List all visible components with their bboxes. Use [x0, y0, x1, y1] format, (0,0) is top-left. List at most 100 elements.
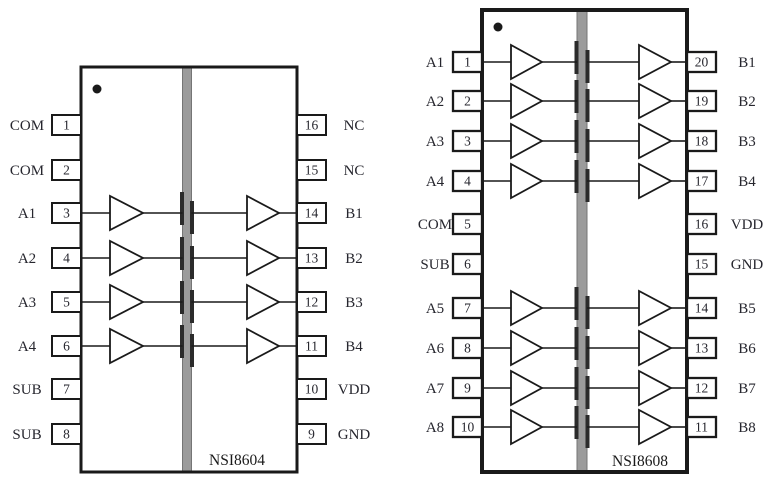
- pin-box: [51, 202, 82, 224]
- pin-label: SUB: [420, 257, 449, 273]
- pin-box: [685, 169, 718, 193]
- pin-number: 19: [695, 94, 709, 109]
- pin-box: [451, 336, 484, 360]
- pin-label: B1: [738, 55, 756, 71]
- buffer-triangle-icon: [510, 122, 544, 160]
- pin-number: 4: [63, 251, 70, 266]
- pin-label: A1: [426, 55, 444, 71]
- pin-box: [51, 114, 82, 136]
- buffer-triangle-icon: [109, 327, 145, 365]
- barrier-plate-right: [585, 129, 590, 162]
- buffer-triangle-icon: [510, 369, 544, 407]
- pin-label: B5: [738, 301, 756, 317]
- buffer-triangle-icon: [510, 408, 544, 446]
- pin-label: SUB: [12, 382, 41, 398]
- buffer-triangle-icon: [638, 369, 673, 407]
- buffer-triangle-icon: [510, 43, 544, 81]
- pin-label: B4: [345, 339, 363, 355]
- pin-label: B6: [738, 341, 756, 357]
- barrier-plate-left: [574, 367, 579, 400]
- barrier-plate-left: [180, 325, 184, 358]
- barrier-plate-left: [574, 327, 579, 360]
- pin-number: 12: [305, 295, 319, 310]
- pin-number: 13: [305, 251, 319, 266]
- barrier-plate-right: [190, 246, 194, 279]
- pin1-dot: [493, 22, 503, 32]
- buffer-triangle-icon: [109, 194, 145, 232]
- pin-label: B3: [345, 295, 363, 311]
- pin-number: 3: [464, 134, 471, 149]
- pin-box: [451, 89, 484, 113]
- barrier-plate-left: [574, 41, 579, 74]
- pin-box: [685, 376, 718, 400]
- pin-box: [451, 169, 484, 193]
- pin-number: 13: [695, 341, 709, 356]
- barrier-plate-right: [585, 296, 590, 329]
- pin-label: A1: [18, 206, 36, 222]
- pin-number: 5: [63, 295, 70, 310]
- pin-number: 16: [305, 118, 319, 133]
- buffer-triangle-icon: [638, 329, 673, 367]
- pin-number: 6: [63, 339, 70, 354]
- pin-box: [51, 335, 82, 357]
- pin-label: A6: [426, 341, 445, 357]
- pin-number: 1: [464, 55, 471, 70]
- pin-box: [451, 376, 484, 400]
- barrier-plate-left: [574, 406, 579, 439]
- pin-label: B2: [738, 94, 756, 110]
- barrier-plate-right: [190, 201, 194, 234]
- pin-box: [296, 114, 327, 136]
- buffer-triangle-icon: [510, 289, 544, 327]
- pin-box: [51, 423, 82, 445]
- pin-label: GND: [731, 257, 764, 273]
- pin-box: [451, 50, 484, 74]
- pin-number: 9: [308, 427, 315, 442]
- pin-box: [296, 335, 327, 357]
- pin-number: 12: [695, 381, 709, 396]
- pin-box: [451, 212, 484, 236]
- pin-box: [685, 89, 718, 113]
- chip-name: NSI8604: [209, 452, 265, 469]
- pin-box: [51, 247, 82, 269]
- pin-box: [51, 378, 82, 400]
- pin-box: [685, 415, 718, 439]
- pin-box: [296, 291, 327, 313]
- pin-number: 11: [305, 339, 318, 354]
- pin-label: VDD: [731, 217, 764, 233]
- pin-number: 16: [695, 217, 709, 232]
- pin-label: A5: [426, 301, 444, 317]
- pin-label: B2: [345, 251, 363, 267]
- pin-label: COM: [418, 217, 452, 233]
- barrier-plate-left: [574, 120, 579, 153]
- barrier-plate-right: [585, 336, 590, 369]
- pin-label: B1: [345, 206, 363, 222]
- pin-box: [685, 212, 718, 236]
- pin-number: 5: [464, 217, 471, 232]
- barrier-plate-left: [574, 287, 579, 320]
- barrier-plate-right: [190, 334, 194, 367]
- pin-number: 2: [63, 163, 70, 178]
- buffer-triangle-icon: [510, 82, 544, 120]
- pin-box: [685, 252, 718, 276]
- barrier-plate-left: [180, 192, 184, 225]
- pin-label: A3: [426, 134, 444, 150]
- pin-label: A4: [426, 174, 445, 190]
- pin-number: 9: [464, 381, 471, 396]
- pin-label: B4: [738, 174, 756, 190]
- pin-label: COM: [10, 118, 44, 134]
- pin-number: 20: [695, 55, 709, 70]
- buffer-triangle-icon: [638, 122, 673, 160]
- pin-label: B7: [738, 381, 756, 397]
- buffer-triangle-icon: [246, 239, 281, 277]
- chip-outline: [480, 8, 689, 474]
- pin-box: [296, 247, 327, 269]
- buffer-triangle-icon: [510, 162, 544, 200]
- barrier-plate-right: [585, 415, 590, 448]
- buffer-triangle-icon: [246, 194, 281, 232]
- buffer-triangle-icon: [638, 43, 673, 81]
- pin-box: [685, 50, 718, 74]
- pin-label: A2: [18, 251, 36, 267]
- buffer-triangle-icon: [109, 283, 145, 321]
